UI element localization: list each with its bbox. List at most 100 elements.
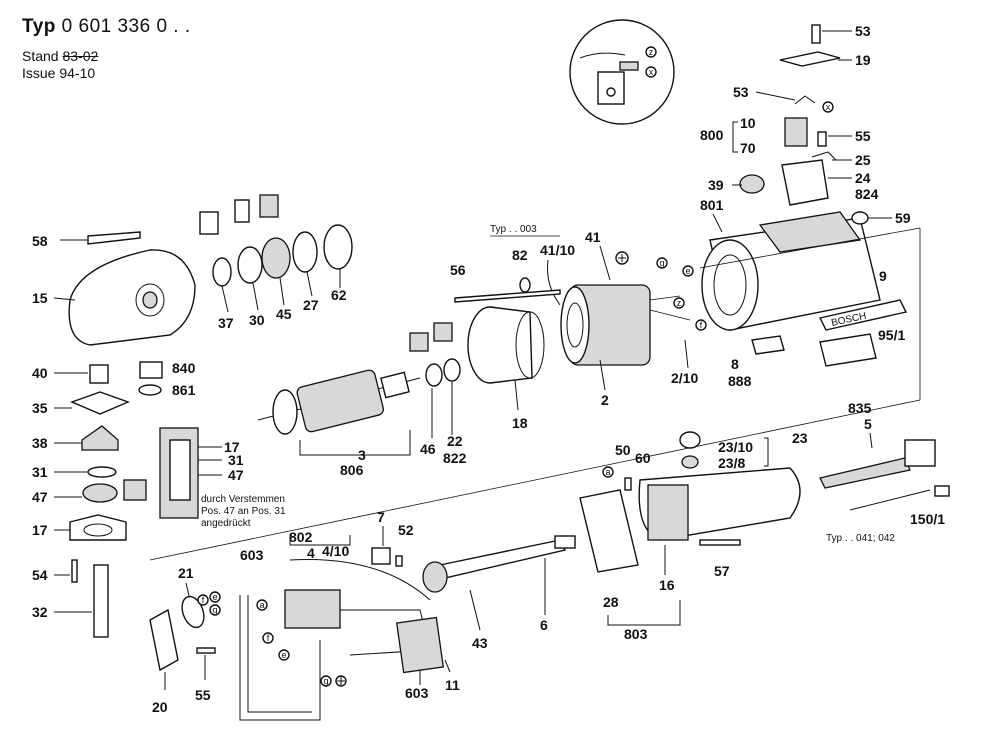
nameplate-text: BOSCH: [830, 311, 867, 329]
spindle-column: 40 840 861 35 38 31 47 17 54 32: [32, 360, 196, 638]
callout-27: 27: [303, 297, 319, 313]
callout-55: 55: [195, 687, 211, 703]
callout-30: 30: [249, 312, 265, 328]
callout-62: 62: [331, 287, 347, 303]
callout-17: 17: [32, 522, 48, 538]
wire-code: z: [649, 47, 654, 57]
callout-43: 43: [472, 635, 488, 651]
callout-2: 2: [601, 392, 609, 408]
handle-cover-parts: 21 f e g 20 55: [149, 565, 221, 715]
armature: 3 806: [257, 369, 421, 478]
callout-840: 840: [172, 360, 196, 376]
brush-lead-group: Typ . . 003 82 41/10 56: [450, 224, 575, 306]
callout-822: 822: [443, 450, 467, 466]
callout-45: 45: [276, 306, 292, 322]
typ-number: 0 601 336 0 . .: [61, 16, 191, 37]
wire-code: g: [659, 258, 664, 268]
callout-15: 15: [32, 290, 48, 306]
wire-code: f: [267, 633, 270, 643]
callout-38: 38: [32, 435, 48, 451]
callout-31: 31: [228, 452, 244, 468]
nameplate: [818, 299, 908, 331]
callout-39: 39: [708, 177, 724, 193]
callout-806: 806: [340, 462, 364, 478]
callout-41: 41: [585, 229, 601, 245]
stand-line: Stand 83-02: [22, 48, 98, 64]
callout-47: 47: [228, 467, 244, 483]
callout-53: 53: [855, 23, 871, 39]
callout-40: 40: [32, 365, 48, 381]
callout-25: 25: [855, 152, 871, 168]
typ-041-note: Typ . . 041; 042: [826, 533, 895, 544]
drive-shaft: 6 43: [422, 535, 576, 651]
callout-20: 20: [152, 699, 168, 715]
issue-label: Issue: [22, 65, 56, 81]
callout-888: 888: [728, 373, 752, 389]
callout-16: 16: [659, 577, 675, 593]
typ-prefix: Typ: [22, 16, 56, 37]
callout-47: 47: [32, 489, 48, 505]
callout-3: 3: [358, 447, 366, 463]
wire-code: a: [605, 467, 610, 477]
callout-41-10: 41/10: [540, 242, 575, 258]
callout-56: 56: [450, 262, 466, 278]
stator-field: 2 41 g e z f 2/10: [560, 229, 707, 408]
wire-code: e: [685, 266, 690, 276]
callout-54: 54: [32, 567, 48, 583]
callout-22: 22: [447, 433, 463, 449]
wire-code: a: [259, 600, 264, 610]
section-detail: 17 31 47 durch Verstemmen Pos. 47 an Pos…: [159, 427, 286, 529]
callout-60: 60: [635, 450, 651, 466]
callout-95-1: 95/1: [878, 327, 905, 343]
callout-50: 50: [615, 442, 631, 458]
callout-4-10: 4/10: [322, 543, 349, 559]
note-line-2: Pos. 47 an Pos. 31: [201, 506, 286, 517]
typ-003-note: Typ . . 003: [490, 224, 537, 235]
callout-18: 18: [512, 415, 528, 431]
callout-11: 11: [445, 677, 460, 693]
callout-801: 801: [700, 197, 724, 213]
callout-17: 17: [224, 439, 240, 455]
callout-800: 800: [700, 127, 724, 143]
callout-82: 82: [512, 247, 528, 263]
wire-code: e: [281, 650, 286, 660]
callout-21: 21: [178, 565, 194, 581]
stand-label: Stand: [22, 48, 59, 64]
callout-6: 6: [540, 617, 548, 633]
callout-31: 31: [32, 464, 48, 480]
wire-code-circle: [645, 46, 657, 58]
callout-53: 53: [733, 84, 749, 100]
callout-23-10: 23/10: [718, 439, 753, 455]
callout-824: 824: [855, 186, 879, 202]
wire-code-circle: [695, 319, 707, 331]
handle-housing: 28 16 803 50 60 a 57 23/10 23/8 23 835 5…: [149, 399, 950, 642]
wire-code: z: [677, 298, 682, 308]
electronics-assembly: 802 4 4/10 a e g f 603 7 52 603 11: [239, 509, 460, 721]
callout-24: 24: [855, 170, 871, 186]
issue-value: 94-10: [59, 65, 96, 81]
type-number-heading: Typ 0 601 336 0 . .: [22, 16, 191, 38]
callout-57: 57: [714, 563, 730, 579]
armature-bearings: 46 22 822: [409, 322, 467, 466]
gear-head-housing: 58 15: [32, 231, 196, 346]
callout-603: 603: [240, 547, 264, 563]
wire-code: x: [649, 67, 654, 77]
callout-802: 802: [289, 529, 313, 545]
note-line-3: angedrückt: [201, 518, 251, 529]
callout-150-1: 150/1: [910, 511, 945, 527]
callout-35: 35: [32, 400, 48, 416]
callout-19: 19: [855, 52, 871, 68]
callout-861: 861: [172, 382, 196, 398]
wire-code: x: [826, 102, 831, 112]
wire-code-circle: [682, 265, 694, 277]
callout-4: 4: [307, 545, 315, 561]
callout-835: 835: [848, 400, 872, 416]
gear-bearing-stack: 37 30 45 27 62: [199, 194, 353, 331]
callout-803: 803: [624, 626, 648, 642]
callout-2-10: 2/10: [671, 370, 698, 386]
wire-code: f: [700, 320, 703, 330]
callout-28: 28: [603, 594, 619, 610]
wire-code: e: [212, 592, 217, 602]
motor-housing: 801 59 9 BOSCH 95/1 8 888: [699, 197, 921, 400]
